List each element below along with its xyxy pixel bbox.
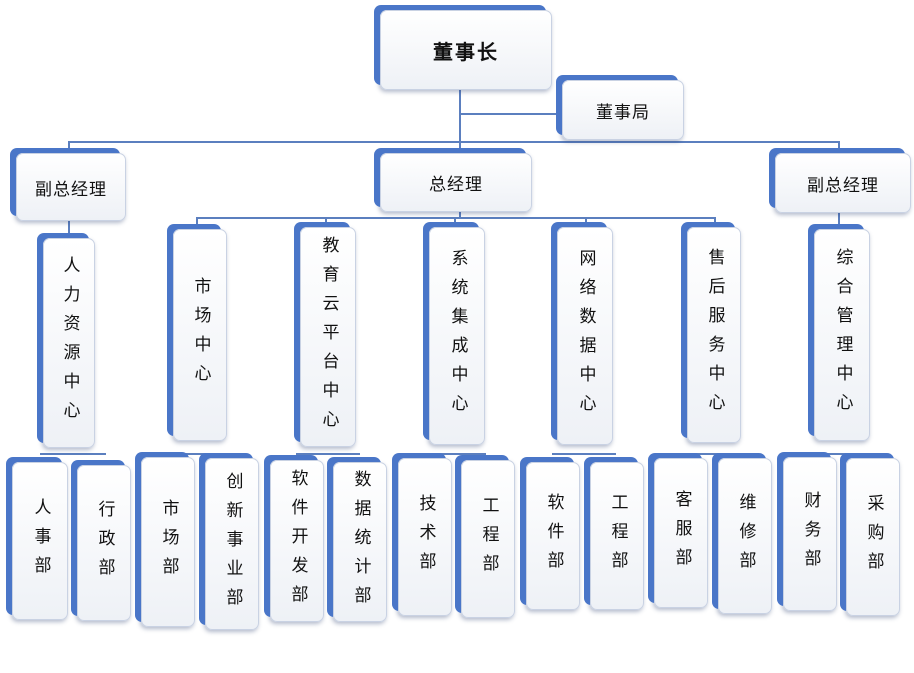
connector-edu-bar — [296, 453, 360, 455]
dept-finance: 财务部 — [783, 457, 837, 611]
center-market: 市场中心 — [173, 229, 227, 441]
vp-left-box: 副总经理 — [16, 153, 126, 221]
center-hr-label: 人力资源中心 — [59, 256, 80, 430]
dept-innovation: 创新事业部 — [205, 458, 259, 630]
connector-after-bar — [681, 453, 745, 455]
center-network: 网络数据中心 — [557, 227, 613, 445]
chairman-box: 董事长 — [380, 10, 552, 90]
board-office-box: 董事局 — [562, 80, 684, 140]
connector-vp-right-down — [838, 213, 840, 229]
dept-personnel: 人事部 — [12, 462, 68, 620]
gm-label: 总经理 — [429, 175, 483, 195]
dept-personnel-label: 人事部 — [30, 497, 51, 585]
dept-innovation-label: 创新事业部 — [222, 471, 243, 617]
connector-general-bar — [810, 453, 874, 455]
connector-after-sales — [714, 217, 716, 227]
center-after-sales-label: 售后服务中心 — [704, 248, 725, 422]
connector-gm-down — [459, 212, 461, 218]
dept-procurement-label: 采购部 — [863, 493, 884, 581]
dept-software: 软件部 — [526, 462, 580, 610]
dept-engineering-1-label: 工程部 — [478, 495, 499, 583]
dept-software-label: 软件部 — [543, 492, 564, 580]
center-edu-cloud: 教育云平台中心 — [300, 227, 356, 447]
center-system-label: 系统集成中心 — [447, 249, 468, 423]
dept-software-dev: 软件开发部 — [270, 460, 324, 622]
vp-right-box: 副总经理 — [775, 153, 911, 213]
dept-customer-service-label: 客服部 — [671, 489, 692, 577]
connector-system-bar — [424, 453, 486, 455]
dept-admin: 行政部 — [77, 465, 131, 621]
dept-data-stats: 数据统计部 — [333, 462, 387, 622]
dept-marketing-label: 市场部 — [158, 498, 179, 586]
connector-network — [585, 217, 587, 227]
center-network-label: 网络数据中心 — [575, 249, 596, 423]
dept-customer-service: 客服部 — [654, 458, 708, 608]
dept-admin-label: 行政部 — [94, 499, 115, 587]
dept-technology-label: 技术部 — [415, 493, 436, 581]
connector-market — [196, 217, 198, 229]
dept-technology: 技术部 — [398, 458, 452, 616]
connector-edu-cloud — [325, 217, 327, 227]
connector-vp-right — [838, 141, 840, 153]
connector-network-bar — [552, 453, 616, 455]
dept-marketing: 市场部 — [141, 457, 195, 627]
connector-chairman-down — [459, 90, 461, 142]
connector-gm — [459, 141, 461, 153]
center-hr: 人力资源中心 — [43, 238, 95, 448]
dept-engineering-1: 工程部 — [461, 460, 515, 618]
chairman-label: 董事长 — [433, 39, 499, 64]
connector-system — [454, 217, 456, 227]
connector-hr-bar — [40, 453, 106, 455]
center-after-sales: 售后服务中心 — [687, 227, 741, 443]
dept-procurement: 采购部 — [846, 458, 900, 616]
connector-top-bar — [68, 141, 839, 143]
center-system: 系统集成中心 — [429, 227, 485, 445]
center-general-mgmt-label: 综合管理中心 — [832, 248, 853, 422]
center-edu-cloud-label: 教育云平台中心 — [318, 235, 339, 439]
dept-engineering-2: 工程部 — [590, 462, 644, 610]
board-office-label: 董事局 — [596, 102, 650, 123]
dept-maintenance-label: 维修部 — [735, 492, 756, 580]
dept-engineering-2-label: 工程部 — [607, 492, 628, 580]
dept-data-stats-label: 数据统计部 — [350, 469, 371, 615]
dept-software-dev-label: 软件开发部 — [287, 468, 308, 614]
gm-box: 总经理 — [380, 153, 532, 212]
vp-left-label: 副总经理 — [35, 179, 107, 200]
connector-vp-left-down — [68, 220, 70, 238]
center-market-label: 市场中心 — [190, 277, 211, 393]
dept-maintenance: 维修部 — [718, 458, 772, 614]
center-general-mgmt: 综合管理中心 — [814, 229, 870, 441]
connector-vp-left — [68, 141, 70, 153]
connector-board-office — [459, 113, 559, 115]
connector-market-bar — [167, 453, 231, 455]
vp-right-label: 副总经理 — [807, 175, 879, 196]
dept-finance-label: 财务部 — [800, 490, 821, 578]
